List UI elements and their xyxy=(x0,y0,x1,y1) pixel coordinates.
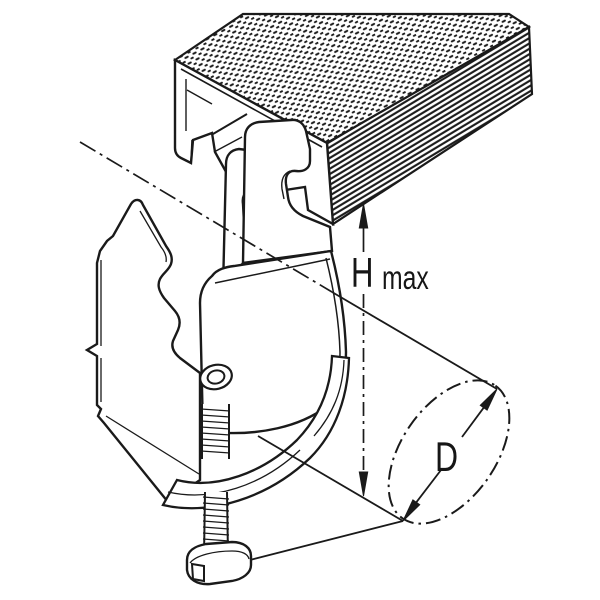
clamp-screw-upper xyxy=(200,404,231,459)
hmax-label-sub: max xyxy=(382,261,429,297)
hmax-label-main: H xyxy=(351,249,373,296)
clamp-near-wall xyxy=(84,198,202,504)
d-dimension xyxy=(402,388,498,522)
d-arrow-upper xyxy=(479,388,498,411)
cable-bottom-tangent xyxy=(257,435,404,522)
trough-oval-hole xyxy=(199,363,233,391)
clamp-hooks xyxy=(221,118,334,293)
clamp-hook-far xyxy=(241,118,334,265)
saddle-band-outline xyxy=(161,354,351,510)
cable-top-tangent-hidden xyxy=(79,141,333,293)
cable-top-tangent xyxy=(331,291,498,390)
d-label: D xyxy=(435,433,458,480)
nut-leader-line xyxy=(249,520,404,561)
saddle-band xyxy=(161,354,351,510)
dimension-labels: H max D xyxy=(351,249,458,480)
pressure-trough xyxy=(198,249,348,435)
hmax-arrow-down xyxy=(358,471,369,497)
clamp-near-wall-outline xyxy=(84,198,202,504)
d-arrow-lower xyxy=(402,499,421,522)
clamp-screw-lower xyxy=(185,491,253,586)
nut-slot xyxy=(190,562,205,583)
hmax-arrow-up xyxy=(358,203,369,229)
cable-construction xyxy=(79,141,511,561)
cable-cross-section-ellipse xyxy=(387,379,511,525)
hmax-dimension xyxy=(358,203,369,497)
